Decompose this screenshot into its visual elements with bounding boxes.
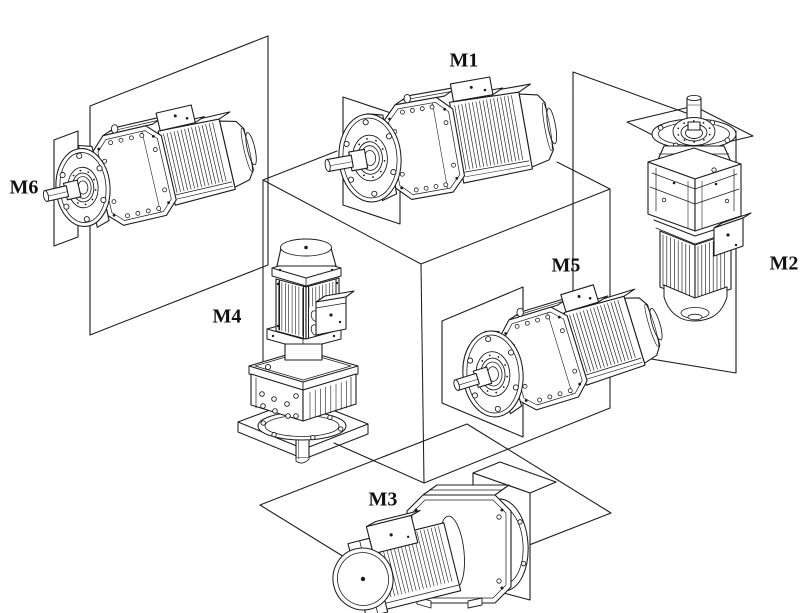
label-m1: M1 bbox=[449, 49, 479, 72]
label-m2: M2 bbox=[769, 252, 799, 275]
label-m4: M4 bbox=[212, 305, 242, 328]
label-m6: M6 bbox=[9, 176, 39, 199]
gearmotor-m2 bbox=[626, 94, 754, 322]
label-m5: M5 bbox=[551, 254, 581, 277]
gearmotor-m1 bbox=[324, 76, 558, 203]
gearmotor-m6 bbox=[42, 104, 257, 228]
gearmotor-m4 bbox=[248, 238, 359, 464]
panel-m5 bbox=[441, 286, 524, 438]
diagram-scene bbox=[42, 35, 754, 613]
gearmotor-m3 bbox=[332, 484, 529, 613]
panel-m2 bbox=[572, 71, 737, 374]
gearmotor-m5 bbox=[453, 284, 663, 418]
label-m3: M3 bbox=[368, 488, 398, 511]
